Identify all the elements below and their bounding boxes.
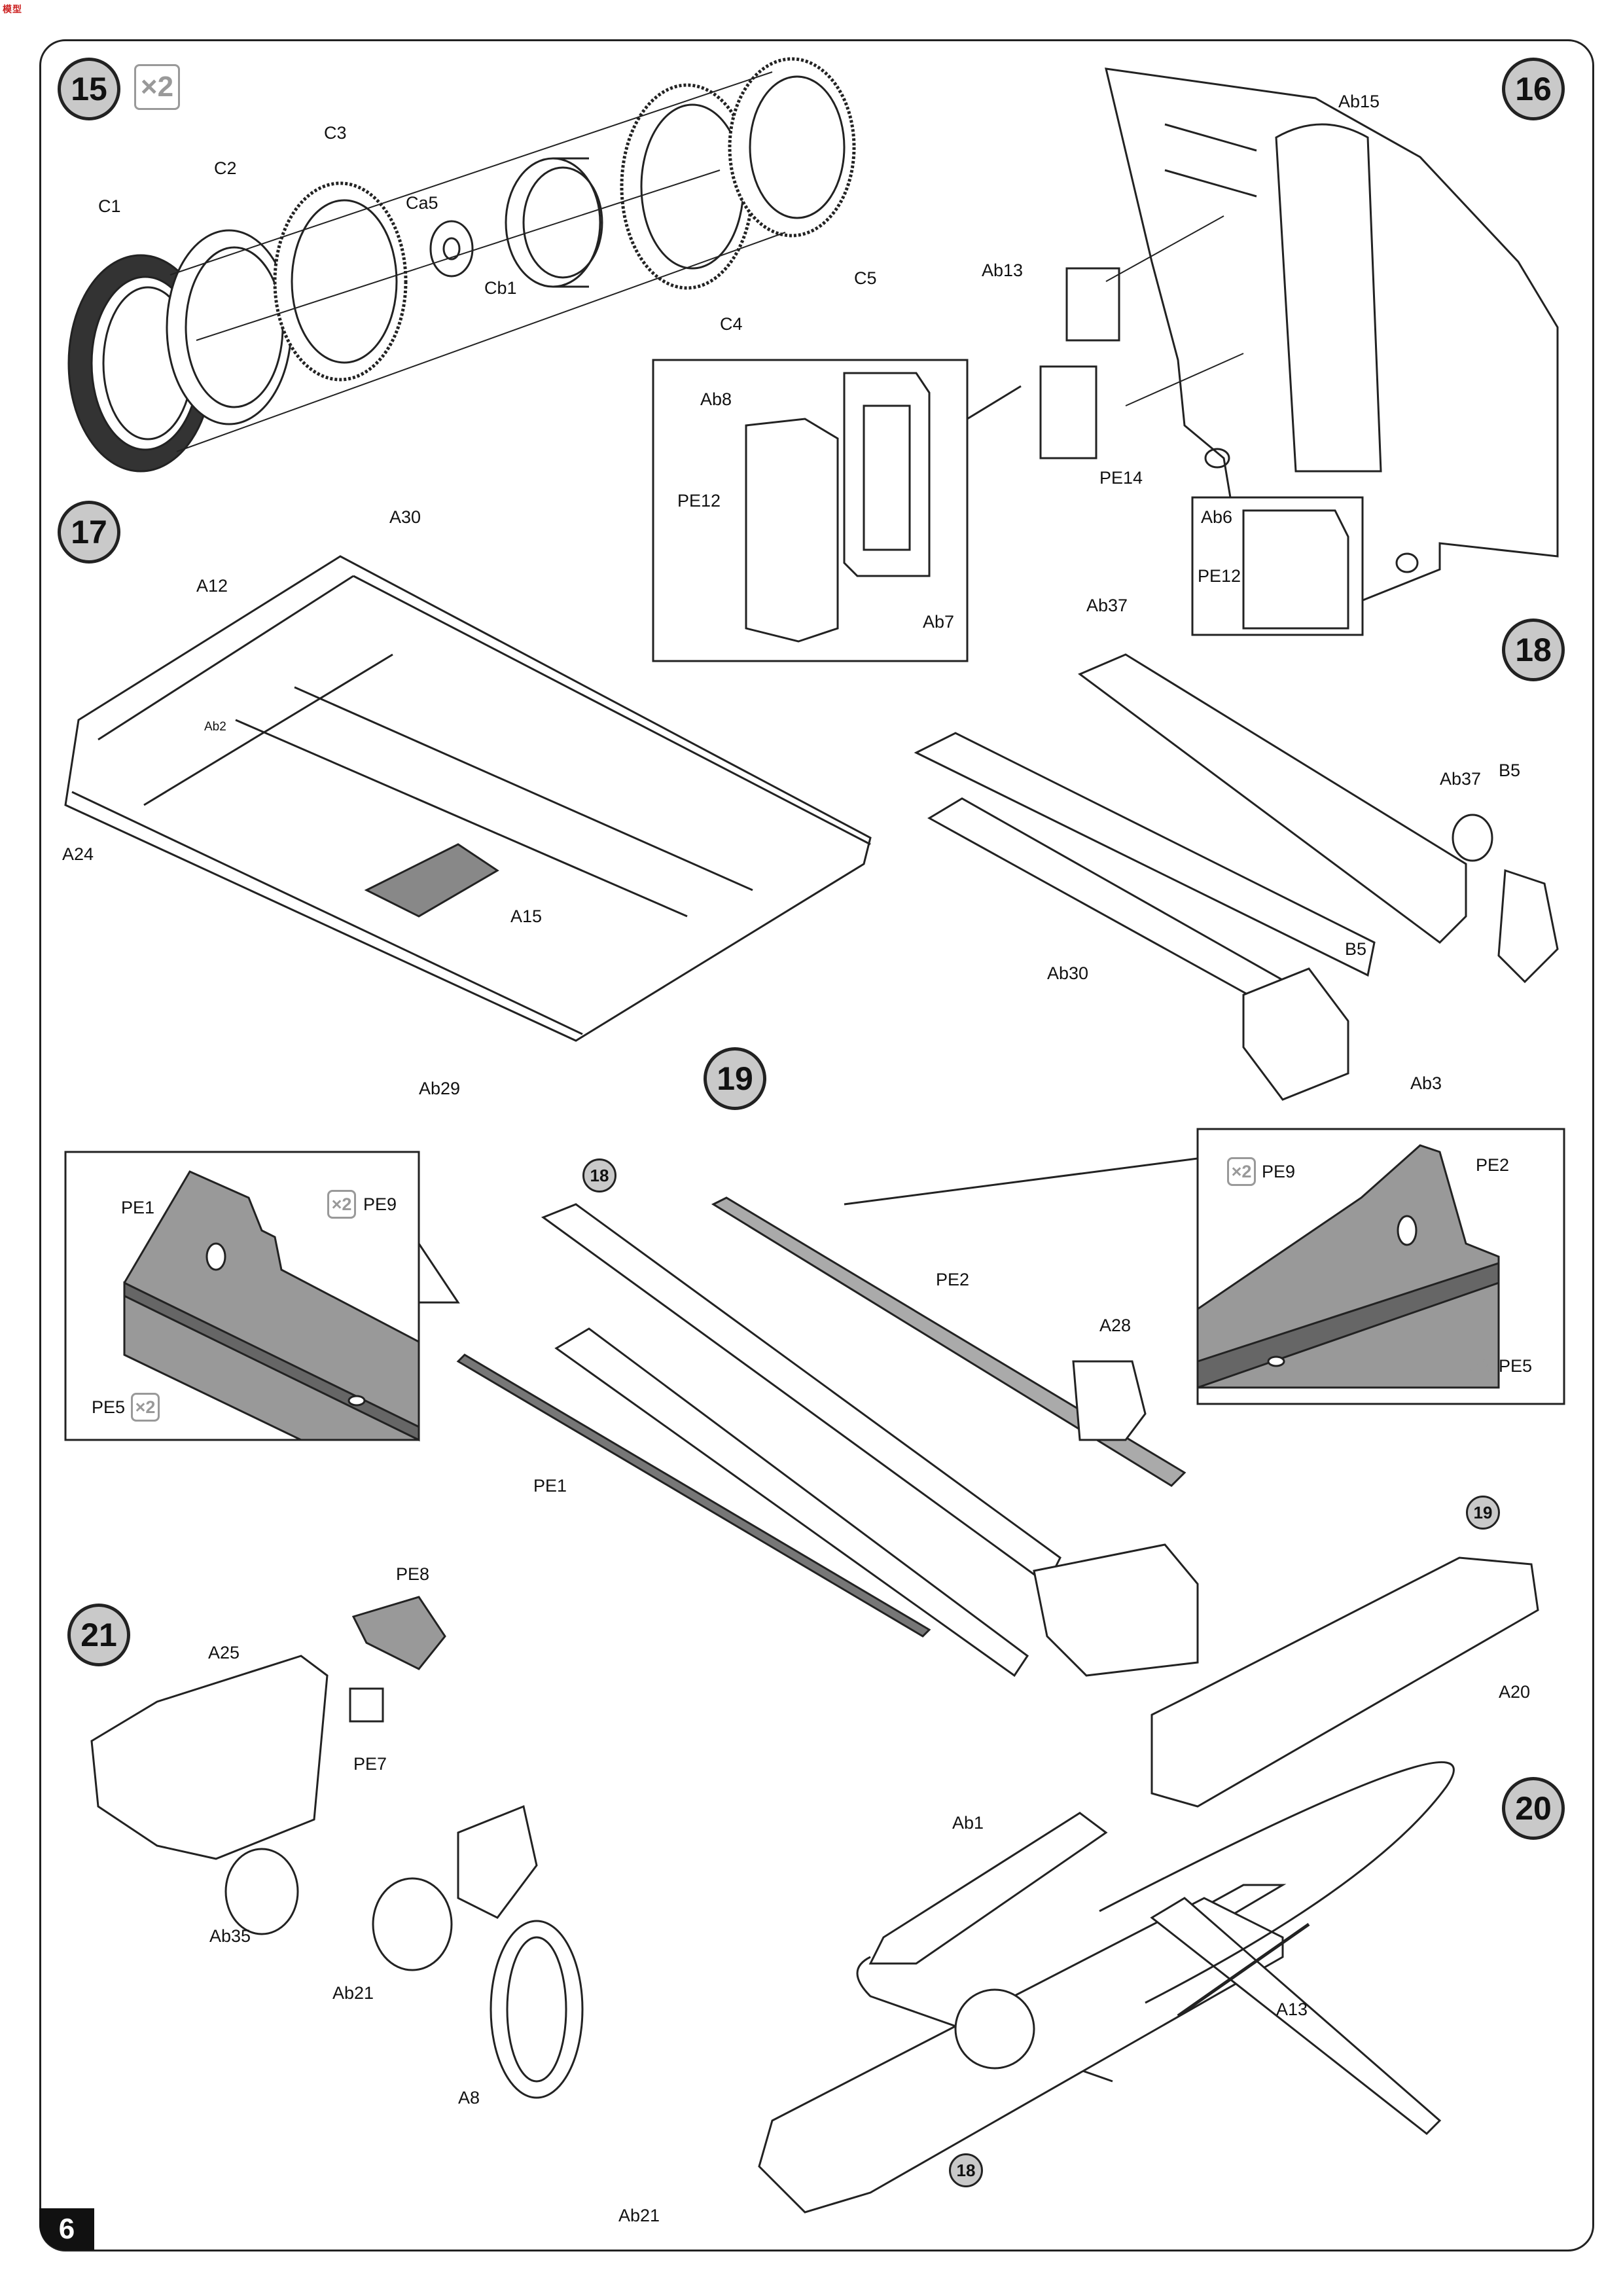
trail-assembly-21 — [90, 1596, 584, 2099]
part-label: Ab1 — [952, 1813, 984, 1833]
part-label: Cb1 — [484, 278, 517, 298]
part-label: PE9 — [1262, 1162, 1296, 1181]
part-label: A8 — [458, 2088, 480, 2108]
part-label: Ab2 — [204, 720, 226, 734]
part-label: PE5 — [1499, 1356, 1533, 1376]
part-label: Ab21 — [332, 1983, 374, 2003]
part-label: Ab21 — [618, 2206, 660, 2225]
page-number: 6 — [39, 2208, 94, 2250]
ring-cb1 — [505, 157, 603, 288]
part-label: C4 — [720, 314, 743, 334]
page-border — [39, 39, 1594, 2251]
part-label: Ab7 — [923, 612, 955, 632]
step-ref-18-final: 18 — [949, 2153, 983, 2187]
multiplier-value: 2 — [1479, 1355, 1489, 1376]
part-label: Ca5 — [406, 193, 438, 213]
part-label: PE9 — [363, 1194, 397, 1214]
part-label: A25 — [208, 1643, 240, 1662]
part-label: Ab6 — [1201, 507, 1233, 527]
multiplier-pe5-left: ×2 — [131, 1393, 160, 1422]
part-label: PE7 — [353, 1754, 387, 1774]
part-label: B5 — [1345, 939, 1367, 959]
part-label: Ab15 — [1338, 92, 1380, 111]
box-pe14 — [1039, 365, 1097, 459]
part-label: B5 — [1499, 761, 1521, 780]
part-label: A30 — [389, 507, 421, 527]
part-label: PE12 — [677, 491, 721, 511]
step-ref-18: 18 — [582, 1158, 616, 1193]
multiplier-value: 2 — [157, 71, 174, 103]
final-assembly-20 — [758, 1556, 1539, 2214]
chassis-frame — [64, 555, 872, 1042]
step-badge-17: 17 — [58, 501, 120, 564]
part-label: Ab29 — [419, 1079, 461, 1098]
publisher-logo: 模型 — [3, 4, 22, 14]
part-label: Ab37 — [1440, 769, 1482, 789]
part-label: PE1 — [121, 1198, 155, 1217]
part-label: A15 — [510, 906, 543, 926]
side-panel-ab15 — [1105, 67, 1559, 610]
multiplier-step-15: ×2 — [134, 64, 180, 110]
part-label: PE5 — [92, 1397, 126, 1417]
inset-ab6 — [1191, 496, 1364, 636]
part-label: Ab3 — [1410, 1073, 1442, 1093]
part-label: C3 — [324, 123, 347, 143]
inset-pe1-detail — [64, 1151, 460, 1442]
inset-ab8-ab7 — [652, 359, 1022, 662]
ring-c2 — [166, 229, 293, 425]
step-badge-21: 21 — [67, 1604, 130, 1666]
box-ab13 — [1065, 267, 1120, 342]
part-label: PE2 — [1476, 1155, 1510, 1175]
inset-pe2-detail — [1196, 1128, 1565, 1405]
part-label: A20 — [1499, 1682, 1531, 1702]
part-label: PE2 — [936, 1270, 970, 1289]
multiplier-pe9-right: ×2 — [1227, 1157, 1256, 1186]
barrel-assembly-18 — [914, 653, 1559, 1101]
multiplier-value: 2 — [145, 1397, 156, 1417]
ring-c3 — [273, 181, 408, 382]
hub-ca5 — [429, 220, 474, 278]
part-label: C2 — [214, 158, 237, 178]
part-label: Ab13 — [982, 260, 1024, 280]
multiplier-pe5-right: ×2 — [1465, 1352, 1493, 1380]
step-ref-19: 19 — [1466, 1496, 1500, 1530]
multiplier-value: 2 — [342, 1194, 352, 1214]
part-label: PE14 — [1099, 468, 1143, 488]
part-label: C5 — [854, 268, 877, 288]
part-label: Ab37 — [1086, 596, 1128, 615]
part-label: PE12 — [1198, 566, 1241, 586]
part-label: Ab30 — [1047, 963, 1089, 983]
step-badge-19: 19 — [704, 1047, 766, 1110]
part-label: Ab8 — [700, 389, 732, 409]
part-label: PE1 — [533, 1476, 567, 1496]
part-label: Ab35 — [209, 1926, 251, 1946]
gear-ring-c5 — [728, 57, 856, 238]
multiplier-pe9-left: ×2 — [327, 1190, 356, 1219]
step-badge-18: 18 — [1502, 619, 1565, 681]
step-badge-16: 16 — [1502, 58, 1565, 120]
part-label: PE8 — [396, 1564, 430, 1584]
barrel-assembly-19 — [456, 1157, 1199, 1677]
part-label: A24 — [62, 844, 94, 864]
step-badge-20: 20 — [1502, 1777, 1565, 1840]
part-label: A13 — [1276, 2000, 1308, 2019]
part-label: A28 — [1099, 1316, 1132, 1335]
part-label: C1 — [98, 196, 121, 216]
step-badge-15: 15 — [58, 58, 120, 120]
multiplier-value: 2 — [1241, 1161, 1252, 1181]
part-label: A12 — [196, 576, 228, 596]
